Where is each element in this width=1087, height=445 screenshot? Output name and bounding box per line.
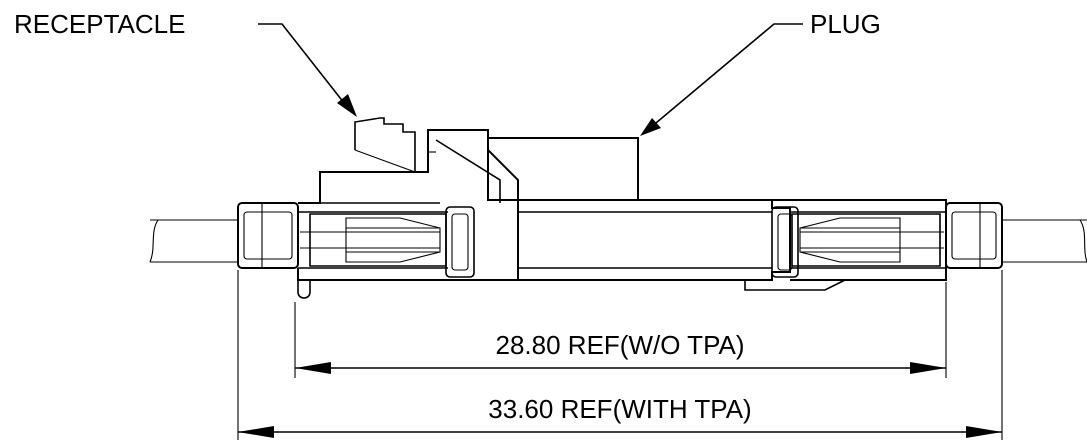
plug-body: [487, 137, 846, 291]
left-cable: [149, 219, 238, 263]
dimension-outer: [238, 426, 1002, 438]
receptacle-leader: [258, 23, 357, 117]
dimension-inner: [295, 362, 946, 374]
plug-callout-label: PLUG: [810, 9, 881, 39]
receptacle-body: [237, 117, 519, 299]
extension-lines: [237, 270, 1003, 440]
plug-leader: [640, 23, 803, 136]
dimension-inner-label: 28.80 REF(W/O TPA): [496, 330, 745, 360]
dimension-outer-label: 33.60 REF(WITH TPA): [488, 394, 751, 424]
right-cable: [1002, 219, 1087, 263]
right-housing: [771, 199, 1003, 281]
receptacle-callout-label: RECEPTACLE: [14, 9, 185, 39]
